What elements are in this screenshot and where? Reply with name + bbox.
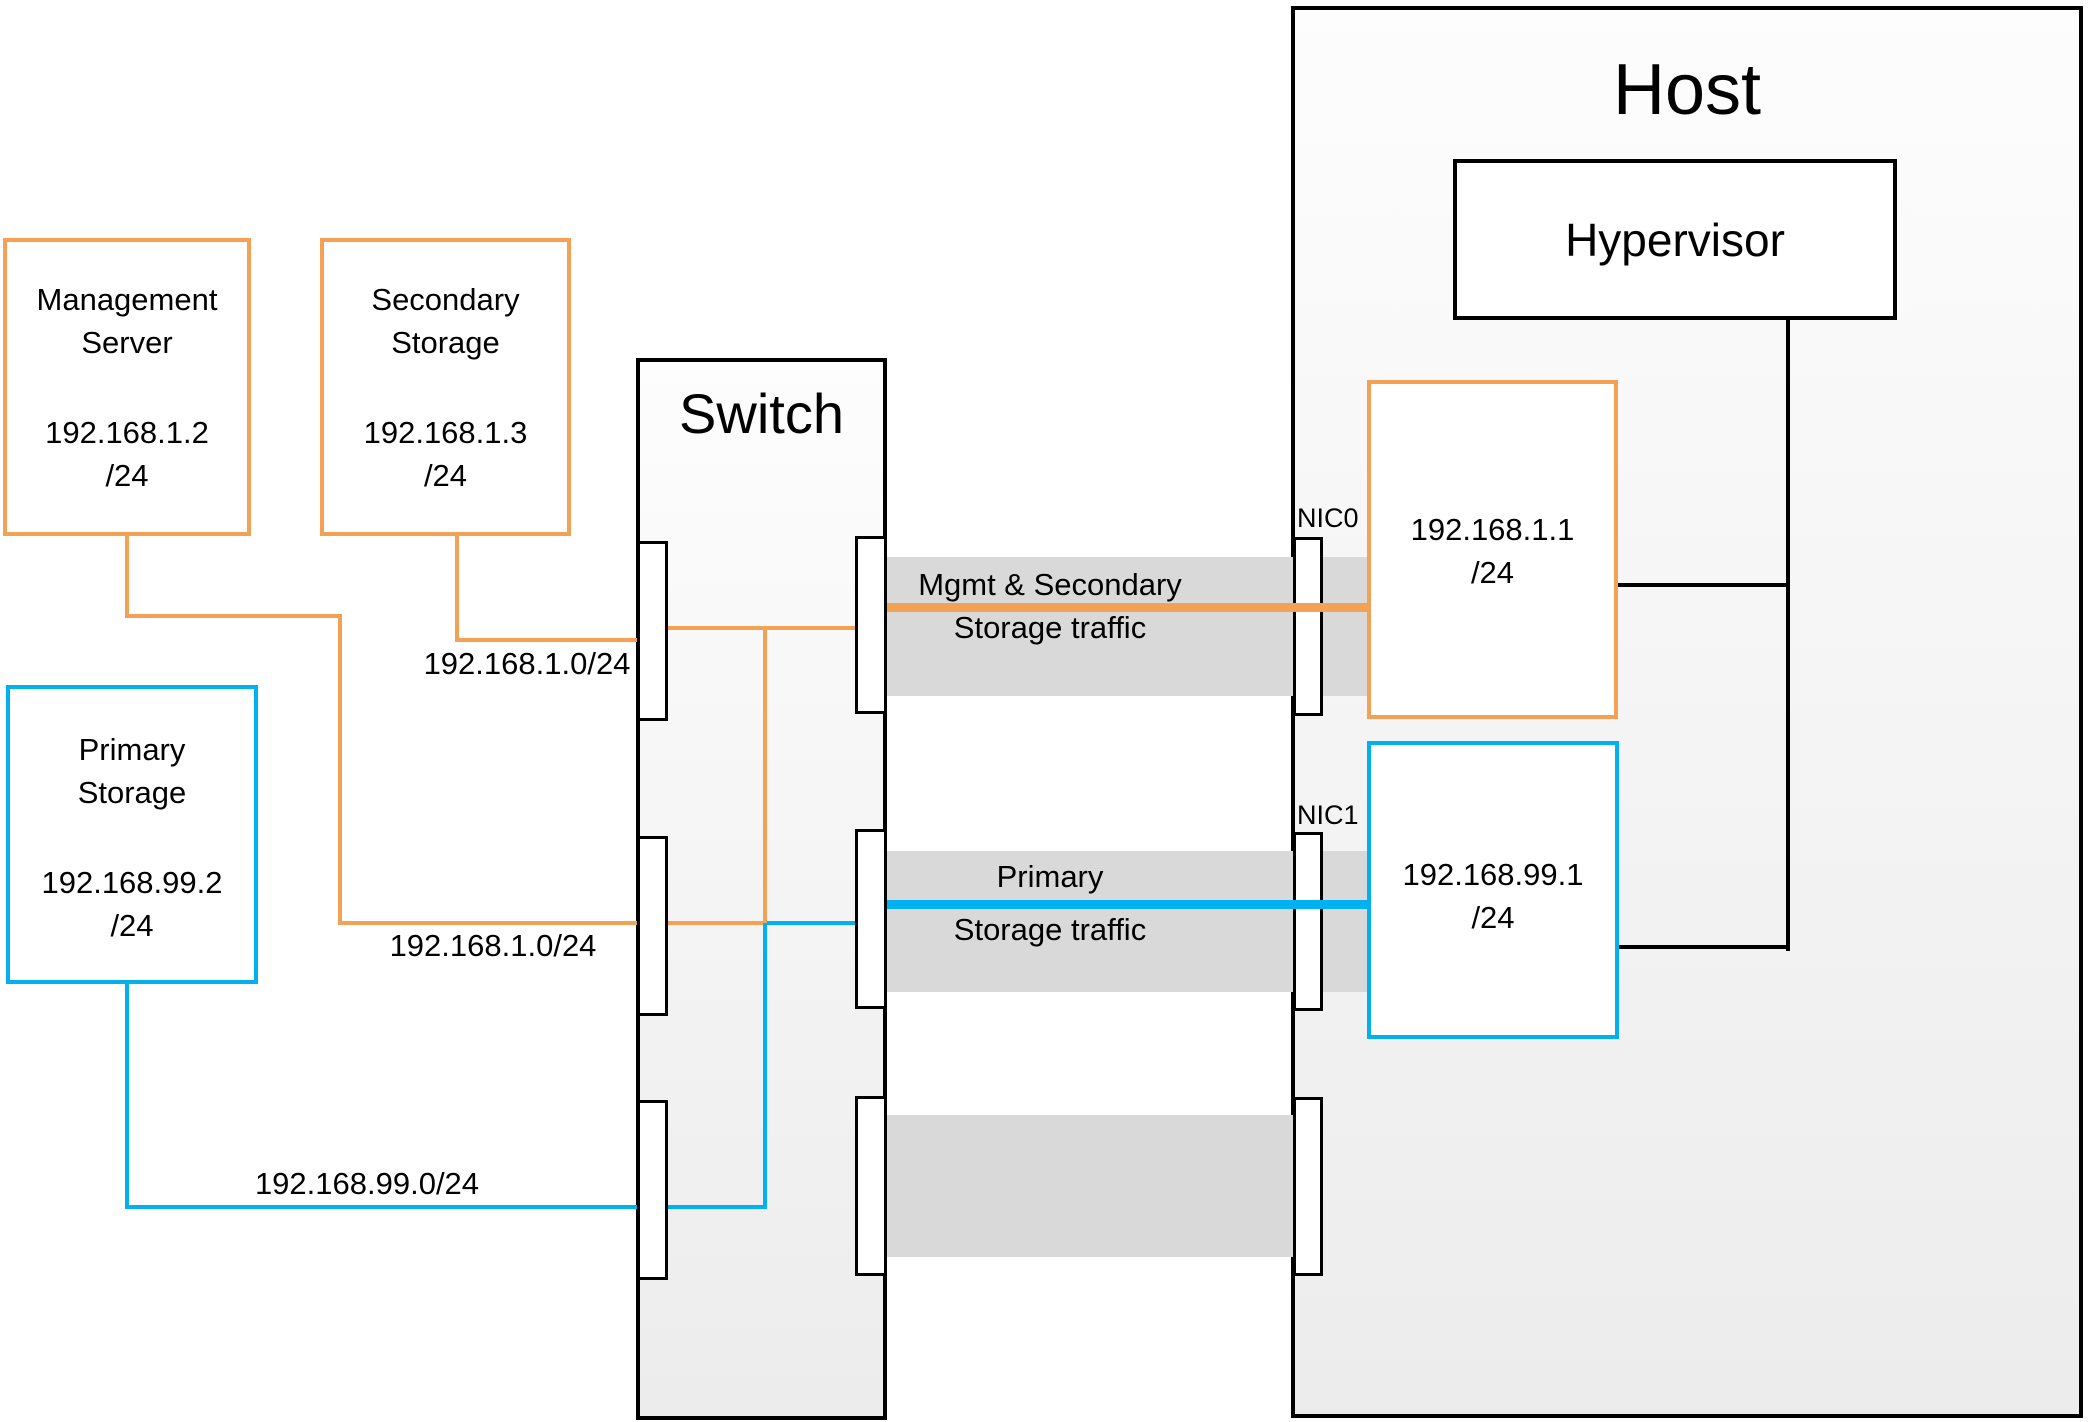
primary-traffic-line-overlay <box>1293 900 1368 909</box>
traffic-band-unused <box>887 1115 1293 1257</box>
switch-internal-orange-horizontal-1 <box>668 626 856 630</box>
link-mgmt-server-to-switch <box>338 921 640 925</box>
switch-left-port-3 <box>637 1100 668 1280</box>
switch-right-port-2 <box>855 829 887 1009</box>
host-unused-port <box>1293 1097 1323 1276</box>
secondary-storage-name: Secondary Storage <box>324 278 567 364</box>
switch-left-port-2 <box>637 836 668 1016</box>
link-hypervisor-vertical <box>1786 318 1790 951</box>
switch-internal-orange-horizontal-2 <box>668 921 767 925</box>
switch-internal-blue-horizontal-1 <box>668 1205 767 1209</box>
host-nic0-port <box>1293 537 1323 716</box>
secondary-storage-ip-value: 192.168.1.3 <box>363 415 528 450</box>
link-primary-storage-vertical <box>125 982 129 1209</box>
nic1-ip: 192.168.99.1 /24 <box>1371 853 1615 939</box>
primary-storage-name-line2: Storage <box>77 775 187 810</box>
subnet-label-management-link: 192.168.1.0/24 <box>389 928 597 963</box>
switch-box: Switch <box>636 358 887 1420</box>
primary-storage-name: Primary Storage <box>10 728 254 814</box>
mgmt-secondary-traffic-label-line2: Storage traffic <box>953 610 1147 645</box>
switch-internal-orange-vertical <box>763 626 767 925</box>
primary-storage-box: Primary Storage 192.168.99.2 /24 <box>6 685 258 984</box>
link-hypervisor-to-nic1 <box>1617 945 1788 949</box>
subnet-label-secondary-link: 192.168.1.0/24 <box>423 646 631 681</box>
switch-internal-blue-horizontal-2 <box>767 921 855 925</box>
secondary-storage-name-line1: Secondary <box>371 282 520 317</box>
nic0-port-label: NIC0 <box>1297 503 1359 533</box>
management-server-box: Management Server 192.168.1.2 /24 <box>3 238 251 536</box>
link-secondary-storage-to-switch <box>455 638 640 642</box>
switch-right-port-1 <box>855 536 887 714</box>
secondary-storage-name-line2: Storage <box>391 325 500 360</box>
mgmt-secondary-traffic-line <box>887 603 1368 612</box>
switch-left-port-1 <box>637 541 668 721</box>
primary-storage-mask: /24 <box>110 908 154 943</box>
management-server-name-line1: Management <box>36 282 218 317</box>
management-server-name-line2: Server <box>81 325 173 360</box>
mgmt-secondary-traffic-label-line1: Mgmt & Secondary <box>918 567 1182 602</box>
traffic-band-mgmt <box>887 557 1370 696</box>
secondary-storage-box: Secondary Storage 192.168.1.3 /24 <box>320 238 571 536</box>
nic1-port-label: NIC1 <box>1297 800 1359 830</box>
subnet-label-primary-link: 192.168.99.0/24 <box>254 1166 480 1201</box>
secondary-storage-ip: 192.168.1.3 /24 <box>324 411 567 497</box>
management-server-mask: /24 <box>105 458 149 493</box>
switch-internal-blue-vertical <box>763 923 767 1209</box>
link-hypervisor-to-nic0 <box>1617 583 1788 587</box>
management-server-ip: 192.168.1.2 /24 <box>7 411 247 497</box>
primary-traffic-label-line2: Storage traffic <box>953 912 1147 947</box>
hypervisor-box: Hypervisor <box>1453 159 1897 320</box>
management-server-name: Management Server <box>7 278 247 364</box>
switch-title: Switch <box>679 382 844 445</box>
primary-traffic-line <box>887 900 1368 909</box>
primary-storage-ip-value: 192.168.99.2 <box>41 865 223 900</box>
nic1-ip-box: 192.168.99.1 /24 <box>1367 741 1619 1039</box>
nic1-mask: /24 <box>1471 900 1515 935</box>
link-secondary-storage-vertical <box>455 534 459 642</box>
primary-storage-ip: 192.168.99.2 /24 <box>10 861 254 947</box>
hypervisor-label: Hypervisor <box>1565 213 1785 266</box>
host-title: Host <box>1612 50 1762 130</box>
nic0-ip-box: 192.168.1.1 /24 <box>1367 380 1618 719</box>
switch-right-port-3 <box>855 1096 887 1276</box>
primary-traffic-label-line1: Primary <box>996 859 1104 894</box>
link-primary-storage-to-switch <box>125 1205 640 1209</box>
link-mgmt-server-vertical-1 <box>125 534 129 618</box>
mgmt-secondary-traffic-line-overlay <box>1293 603 1368 612</box>
management-server-ip-value: 192.168.1.2 <box>45 415 209 450</box>
nic1-ip-value: 192.168.99.1 <box>1402 857 1584 892</box>
nic0-mask: /24 <box>1470 555 1515 590</box>
secondary-storage-mask: /24 <box>423 458 468 493</box>
nic0-ip-value: 192.168.1.1 <box>1410 512 1575 547</box>
nic0-ip: 192.168.1.1 /24 <box>1371 508 1614 594</box>
link-mgmt-server-horizontal-1 <box>125 614 342 618</box>
primary-storage-name-line1: Primary <box>78 732 186 767</box>
traffic-band-primary <box>887 851 1370 992</box>
host-nic1-port <box>1293 832 1323 1011</box>
link-mgmt-server-vertical-2 <box>338 614 342 925</box>
